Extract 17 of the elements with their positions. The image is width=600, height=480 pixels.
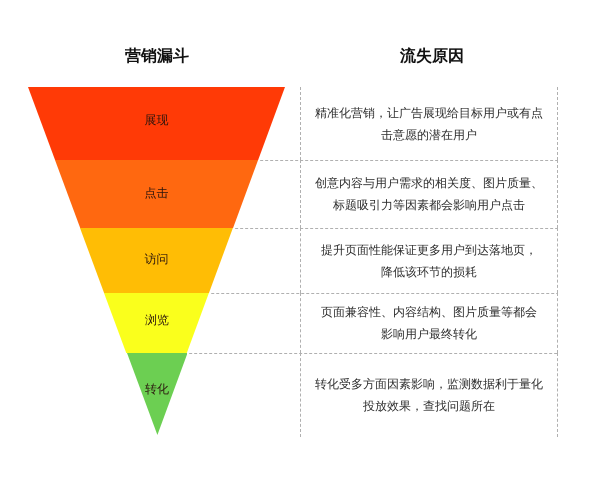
reason-text: 页面兼容性、内容结构、图片质量等都会影响用户最终转化 [320, 304, 538, 343]
dashed-table-cell [300, 160, 558, 228]
reason-text: 转化受多方面因素影响，监测数据利于量化投放效果，查找问题所在 [314, 376, 544, 415]
stage-label: 访问 [144, 252, 169, 266]
stage-label: 浏览 [144, 313, 169, 327]
column-heading: 流失原因 [399, 46, 465, 67]
dashed-table-cell [300, 353, 558, 437]
dashed-table-cell [300, 87, 558, 160]
dashed-table-cell [300, 228, 558, 293]
column-heading: 营销漏斗 [124, 46, 190, 67]
stage-label: 展现 [144, 113, 168, 127]
reason-text: 创意内容与用户需求的相关度、图片质量、标题吸引力等因素都会影响用户点击 [314, 175, 544, 214]
dashed-table-cell [300, 293, 558, 353]
reason-text: 精准化营销，让广告展现给目标用户或有点击意愿的潜在用户 [314, 104, 544, 144]
reason-text: 提升页面性能保证更多用户到达落地页，降低该环节的损耗 [320, 242, 538, 280]
stage-label: 点击 [144, 186, 169, 200]
stage-label: 转化 [144, 382, 169, 396]
